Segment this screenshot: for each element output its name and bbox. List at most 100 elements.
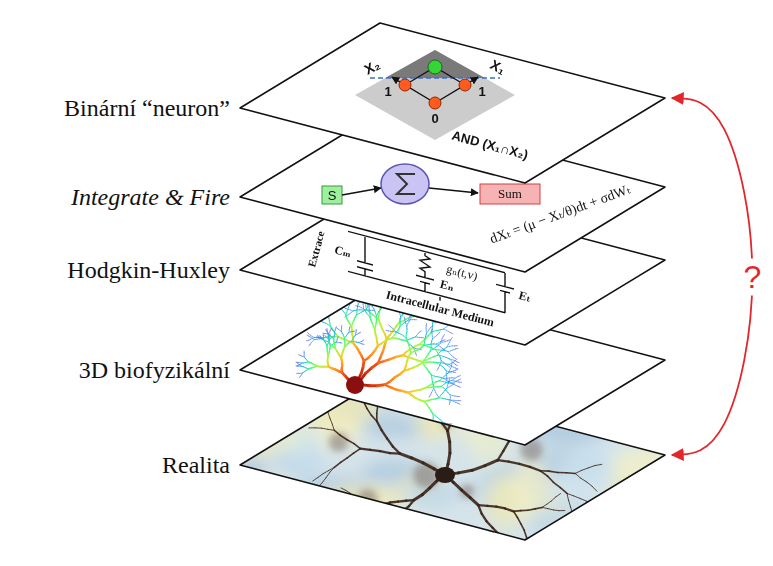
dendrite — [380, 282, 381, 284]
dendrite — [377, 377, 378, 383]
dendrite — [531, 541, 536, 545]
dendrite — [351, 331, 353, 335]
dendrite — [330, 310, 331, 312]
dendrite — [450, 345, 453, 346]
dendrite — [530, 406, 537, 411]
illustration-label: S — [328, 188, 337, 203]
dendrite — [326, 472, 330, 477]
dendrite — [382, 302, 384, 304]
dendrite — [451, 355, 453, 357]
dendrite — [302, 362, 304, 363]
dendrite — [454, 384, 456, 385]
dendrite — [371, 515, 374, 520]
dendrite — [453, 363, 455, 365]
dendrite — [363, 502, 369, 503]
dendrite — [334, 329, 336, 330]
dendrite — [376, 503, 382, 505]
dendrite — [329, 343, 331, 345]
dendrite — [345, 315, 347, 318]
dendrite — [369, 306, 370, 309]
dendrite — [465, 365, 469, 369]
dendrite — [319, 335, 321, 336]
dendrite — [512, 379, 516, 385]
dendrite — [323, 333, 324, 334]
dendrite — [453, 383, 455, 385]
dendrite — [309, 427, 315, 428]
dendrite — [451, 361, 453, 363]
dendrite — [458, 379, 460, 380]
dendrite — [308, 339, 310, 341]
dendrite — [364, 309, 365, 311]
dendrite — [406, 338, 408, 342]
dendrite — [377, 421, 382, 430]
dendrite — [454, 406, 457, 414]
dendrite — [436, 381, 440, 382]
dendrite — [301, 355, 302, 356]
dendrite — [505, 537, 512, 540]
dendrite — [419, 305, 421, 307]
dendrite — [412, 292, 413, 294]
dendrite — [449, 382, 452, 383]
dendrite — [447, 358, 450, 359]
dendrite — [595, 464, 602, 465]
dendrite — [445, 388, 447, 390]
dendrite — [328, 429, 334, 431]
dendrite — [374, 528, 379, 532]
dendrite — [479, 356, 484, 359]
texture-blob — [604, 475, 656, 530]
decision-line — [370, 77, 500, 79]
dendrite — [429, 319, 431, 320]
dendrite — [459, 400, 461, 401]
dendrite — [397, 384, 403, 386]
dendrite — [523, 361, 526, 367]
dendrite — [322, 339, 324, 341]
dendrite — [316, 314, 317, 316]
dendrite — [575, 470, 581, 473]
dendrite — [434, 322, 436, 323]
dendrite — [444, 362, 446, 364]
dendrite — [442, 398, 445, 400]
dendrite — [457, 396, 459, 397]
dendrite — [428, 351, 430, 354]
dendrite — [422, 303, 424, 304]
dendrite — [449, 363, 451, 364]
dendrite — [437, 386, 441, 388]
illustration-label: 0 — [431, 111, 438, 126]
dendrite — [374, 288, 376, 290]
dendrite — [347, 440, 354, 444]
dendrite — [487, 505, 496, 508]
dendrite — [453, 357, 455, 358]
dendrite — [402, 339, 405, 341]
texture-blob — [611, 443, 693, 489]
dendrite — [449, 377, 452, 378]
dendrite — [454, 400, 456, 401]
dendrite — [451, 338, 452, 340]
dendrite — [450, 366, 452, 368]
dendrite — [349, 301, 350, 303]
dendrite — [450, 333, 452, 334]
dendrite — [429, 327, 431, 329]
dendrite — [327, 314, 328, 316]
dendrite — [490, 374, 493, 379]
dendrite — [384, 300, 387, 302]
texture-blob — [528, 502, 615, 546]
dendrite — [406, 311, 408, 313]
dendrite — [363, 302, 364, 304]
dendrite — [349, 312, 351, 314]
dendrite — [360, 449, 370, 450]
texture-blob — [299, 369, 384, 427]
dendrite — [408, 318, 410, 320]
dendrite — [313, 477, 318, 481]
dendrite — [380, 384, 386, 385]
dendrite — [440, 347, 442, 348]
dendrite — [328, 335, 329, 336]
dendrite — [433, 408, 438, 416]
dendrite — [415, 348, 417, 349]
dendrite — [365, 540, 367, 545]
dendrite — [391, 295, 394, 296]
dendrite — [388, 330, 390, 331]
dendrite — [312, 338, 314, 339]
soma — [435, 467, 455, 483]
dendrite — [470, 362, 475, 365]
